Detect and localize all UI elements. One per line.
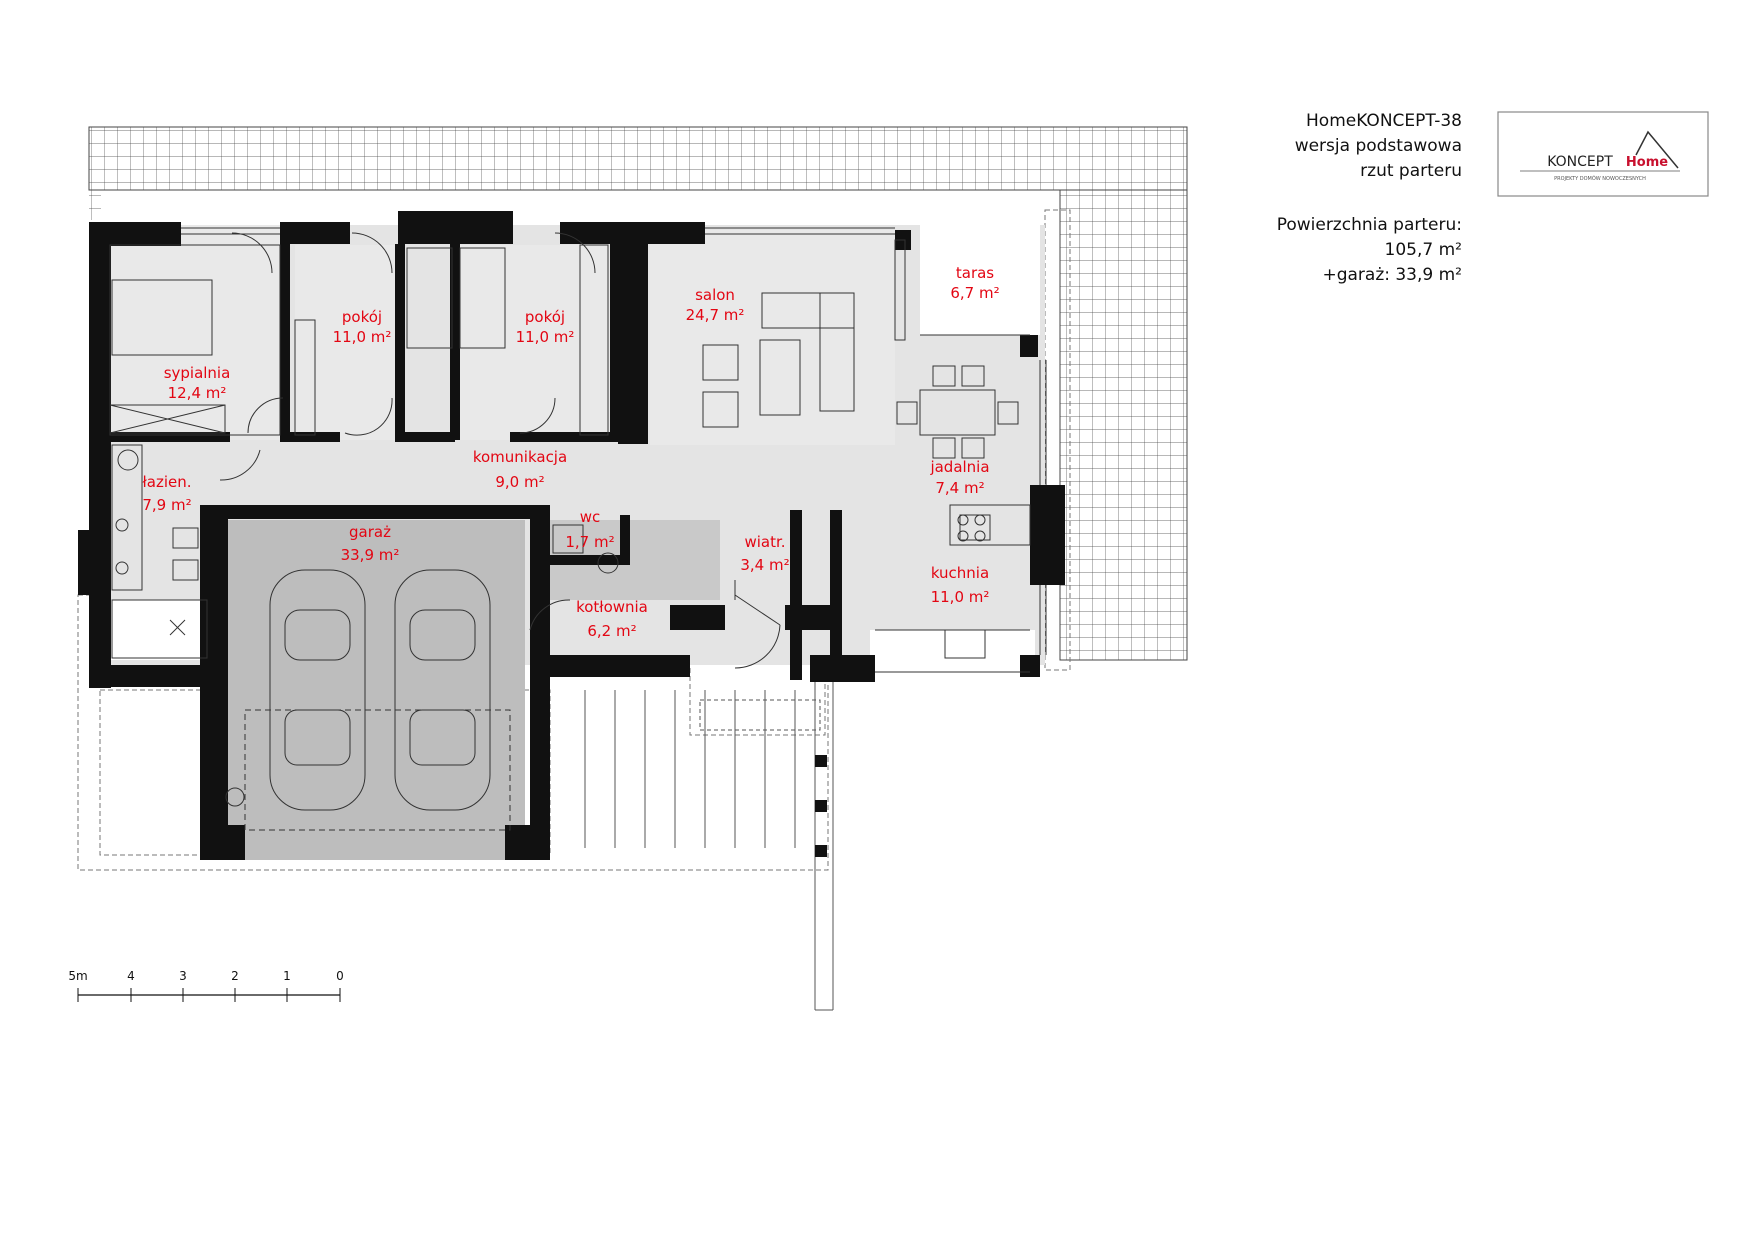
scale-tick-5: 5m [68, 969, 87, 983]
project-version: wersja podstawowa [1295, 136, 1462, 156]
room-area-lazienka: 7,9 m² [142, 496, 191, 514]
room-name-kotlownia: kotłownia [576, 598, 648, 616]
walls [78, 211, 1065, 860]
room-area-kuchnia: 11,0 m² [931, 588, 990, 606]
logo-home: Home [1626, 155, 1668, 170]
room-area-jadalnia: 7,4 m² [935, 479, 984, 497]
room-name-kuchnia: kuchnia [931, 564, 989, 582]
room-area-garaz: 33,9 m² [341, 546, 400, 564]
room-name-komunikacja: komunikacja [473, 448, 567, 466]
garage-value: +garaż: 33,9 m² [1322, 265, 1462, 285]
room-area-wiatrolap: 3,4 m² [740, 556, 789, 574]
scale-tick-2: 2 [231, 969, 239, 983]
room-area-taras: 6,7 m² [950, 284, 999, 302]
project-info: HomeKONCEPT-38 wersja podstawowa rzut pa… [1277, 111, 1462, 285]
room-area-pokoj-1: 11,0 m² [333, 328, 392, 346]
room-name-jadalnia: jadalnia [929, 458, 989, 476]
scale-tick-1: 1 [283, 969, 291, 983]
area-label: Powierzchnia parteru: [1277, 215, 1462, 235]
room-name-garaz: garaż [349, 523, 391, 541]
room-area-sypialnia: 12,4 m² [168, 384, 227, 402]
project-name: HomeKONCEPT-38 [1306, 111, 1462, 131]
room-name-pokoj-1: pokój [342, 308, 382, 326]
project-view: rzut parteru [1360, 161, 1462, 181]
room-area-komunikacja: 9,0 m² [495, 473, 544, 491]
terrace-grid [88, 126, 1188, 661]
scale-tick-0: 0 [336, 969, 344, 983]
room-name-lazienka: łazien. [143, 473, 192, 491]
room-area-kotlownia: 6,2 m² [587, 622, 636, 640]
area-value: 105,7 m² [1385, 240, 1462, 260]
scale-bar: 0 1 2 3 4 5m [68, 969, 344, 1002]
thin-lines [109, 227, 1047, 831]
room-name-wc: wc [580, 508, 601, 526]
room-area-wc: 1,7 m² [565, 533, 614, 551]
room-name-salon: salon [695, 286, 735, 304]
room-name-pokoj-2: pokój [525, 308, 565, 326]
room-labels: sypialnia 12,4 m² pokój 11,0 m² pokój 11… [142, 264, 999, 640]
room-name-wiatrolap: wiatr. [744, 533, 785, 551]
room-name-sypialnia: sypialnia [164, 364, 231, 382]
company-logo: Home KONCEPT PROJEKTY DOMÓW NOWOCZESNYCH [1497, 111, 1709, 197]
scale-tick-4: 4 [127, 969, 135, 983]
logo-koncept: KONCEPT [1547, 154, 1613, 170]
roof-icon [1635, 130, 1679, 169]
logo-tagline: PROJEKTY DOMÓW NOWOCZESNYCH [1554, 175, 1646, 182]
room-name-taras: taras [956, 264, 994, 282]
scale-tick-3: 3 [179, 969, 187, 983]
room-area-pokoj-2: 11,0 m² [516, 328, 575, 346]
room-area-salon: 24,7 m² [686, 306, 745, 324]
